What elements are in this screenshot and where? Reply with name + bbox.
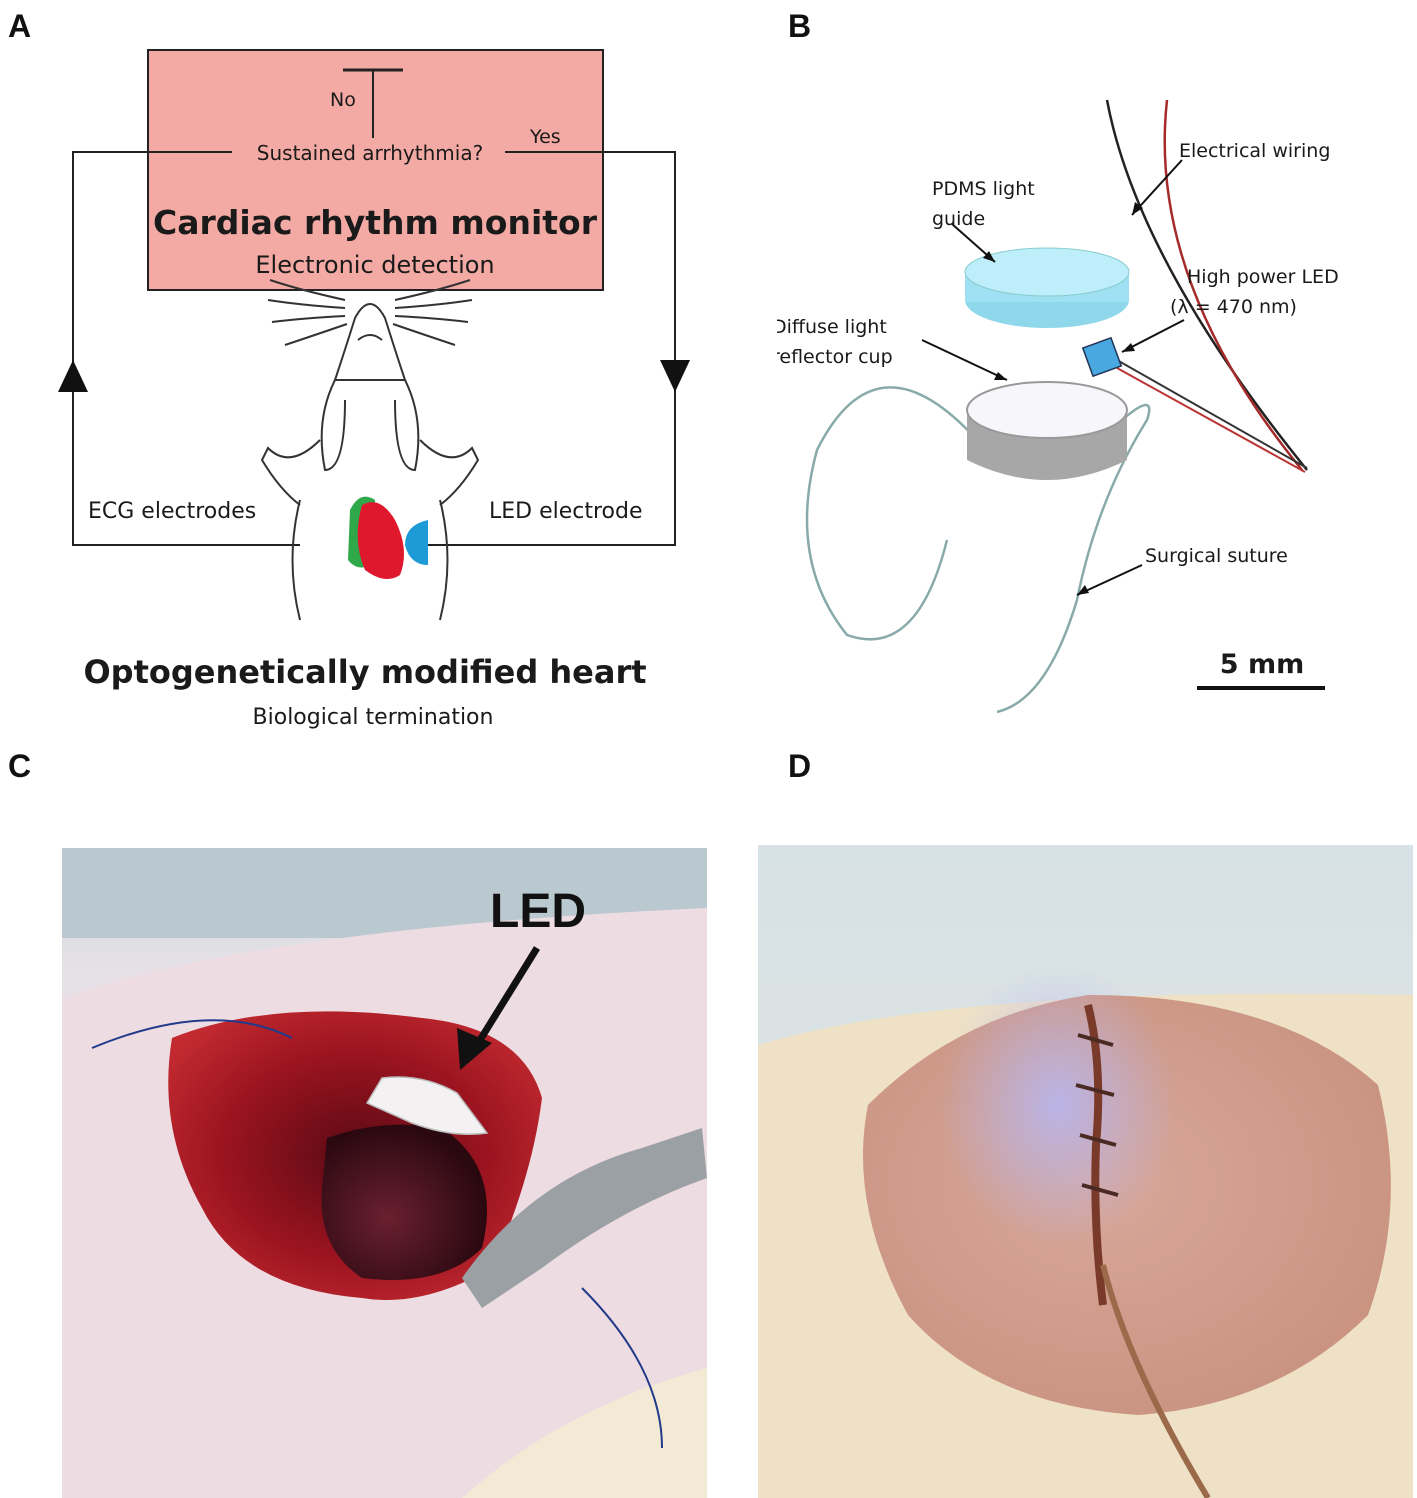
fur-bottom [462, 1368, 707, 1498]
panel-d-photo [758, 845, 1413, 1498]
heart-subtitle: Biological termination [253, 705, 494, 730]
led-label-2: (λ = 470 nm) [1170, 296, 1297, 318]
led-photo-label: LED [490, 885, 586, 938]
blue-glow [938, 965, 1178, 1245]
reflector-label-2: reflector cup [777, 346, 893, 368]
heart-title: Optogenetically modified heart [83, 653, 646, 691]
arrow-reflector [921, 339, 1008, 381]
panel-letter-d: D [788, 748, 812, 784]
suture-thread-c [91, 1019, 663, 1449]
led-label-1: High power LED [1187, 266, 1339, 288]
wire-to-led-2 [1116, 367, 1306, 473]
led-device [365, 1076, 489, 1135]
monitor-title: Cardiac rhythm monitor [153, 203, 598, 242]
ecg-label: ECG electrodes [88, 499, 256, 524]
loop-line-right [420, 151, 676, 546]
incision [1084, 1004, 1107, 1306]
panel-letter-b: B [788, 8, 812, 44]
panel-d-scene [758, 845, 1413, 1498]
wire-exit [1100, 1264, 1211, 1498]
heart-red [357, 502, 404, 579]
arrow-suture [1076, 564, 1143, 596]
wire-to-led-1 [1116, 359, 1308, 469]
reflector-cup-top [966, 381, 1128, 439]
yes-label: Yes [529, 126, 561, 148]
suture-label: Surgical suture [1145, 545, 1288, 567]
reflector-label-1: Diffuse light [777, 316, 887, 338]
scale-label: 5 mm [1220, 649, 1304, 680]
suture-loop-right [996, 403, 1151, 714]
arrow-wiring [1131, 159, 1183, 216]
arrow-led-head [1122, 343, 1135, 352]
led-blue [405, 520, 428, 565]
led-chip [1081, 336, 1123, 378]
monitor-box [147, 49, 604, 291]
panel-a-diagram: No Yes Sustained arrhythmia? Cardiac rhy… [58, 49, 690, 730]
panel-c-scene [62, 848, 707, 1498]
stitches [1075, 1033, 1119, 1197]
pdms-label-2: guide [932, 208, 985, 230]
led-electrode-label: LED electrode [489, 499, 643, 524]
arrow-wiring-head [1132, 202, 1143, 215]
monitor-subtitle: Electronic detection [255, 251, 494, 279]
panel-letter-c: C [8, 748, 32, 784]
led-arrow-head [457, 1028, 492, 1070]
panel-c-photo: LED [62, 848, 707, 1498]
rat-illustration [260, 279, 480, 621]
pdms-label-1: PDMS light [932, 178, 1035, 200]
arrow-pdms-head [983, 251, 995, 262]
panel-letter-a: A [8, 8, 32, 44]
retractor [462, 1128, 707, 1308]
up-arrow [58, 360, 88, 392]
pdms-guide-top [964, 247, 1130, 297]
heart-tissue [321, 1124, 487, 1280]
wire-red [1163, 99, 1303, 471]
no-label: No [330, 89, 356, 111]
arrow-suture-head [1077, 585, 1089, 595]
wire-black-1 [1105, 99, 1308, 471]
suture-loop-left [805, 386, 978, 641]
loop-line-left [72, 151, 300, 546]
arrow-reflector-head [994, 372, 1007, 380]
down-arrow [660, 360, 690, 392]
wiring-label: Electrical wiring [1179, 140, 1330, 162]
panel-b-diagram: Electrical wiring PDMS light guide High … [777, 99, 1339, 714]
led-arrow [469, 946, 540, 1055]
question-label: Sustained arrhythmia? [257, 141, 483, 165]
